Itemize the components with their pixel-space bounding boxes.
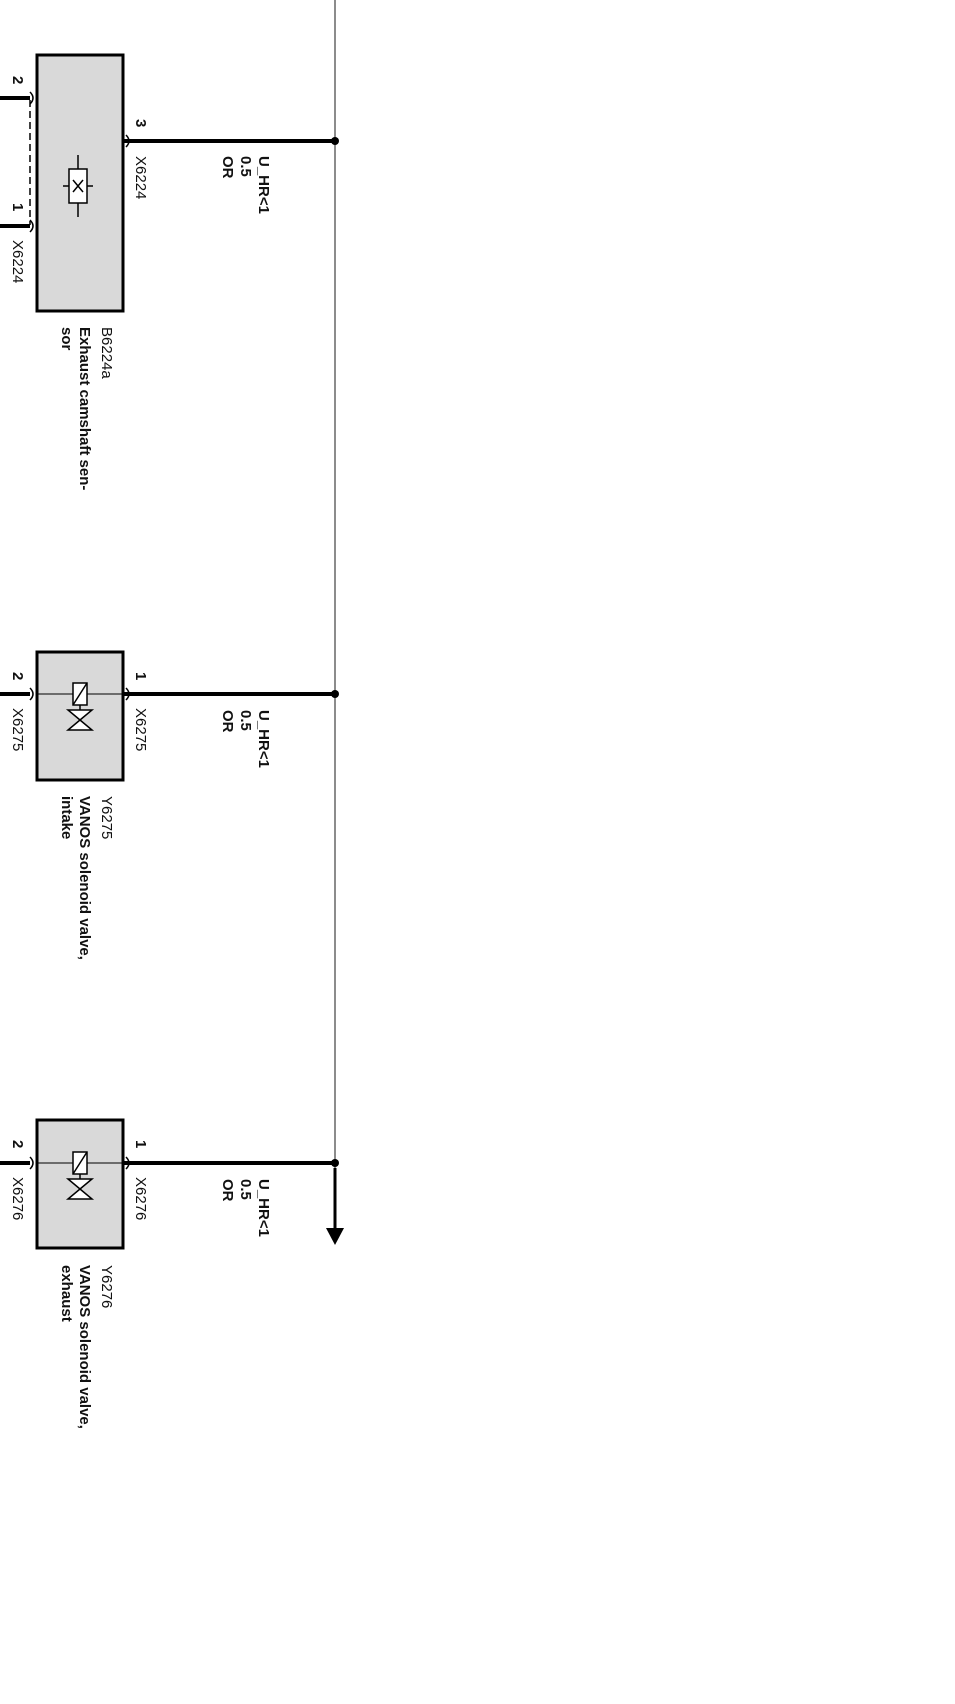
pin-number: 3: [132, 119, 149, 127]
component-y6276[interactable]: 2 1 X6276 X6276 Y6276 VANOS solenoid val…: [0, 1118, 339, 1429]
connector-label: X6275: [9, 708, 26, 751]
wire-signal: U_HR<1: [255, 710, 272, 768]
connector-mark: [29, 219, 34, 233]
sensor-icon: [63, 155, 93, 217]
component-id: B6224a: [98, 327, 115, 379]
connector-label: X6276: [132, 1177, 149, 1220]
connector-label: X6276: [9, 1177, 26, 1220]
component-y6275[interactable]: 2 1 X6275 X6275 Y6275 VANOS solenoid val…: [0, 650, 339, 960]
pin-number: 2: [9, 76, 26, 84]
wire-size: 0.5: [237, 710, 254, 731]
connector-mark: [125, 687, 130, 701]
component-name: VANOS solenoid valve,: [76, 796, 93, 960]
component-name: intake: [58, 796, 75, 839]
solenoid-valve-icon: [65, 682, 95, 731]
pin-number: 1: [132, 1140, 149, 1148]
wire-signal: U_HR<1: [255, 1179, 272, 1237]
continuation-arrow-icon: [326, 1228, 344, 1245]
component-name: Exhaust camshaft sen-: [76, 327, 93, 490]
solenoid-valve-icon: [65, 1151, 95, 1200]
wire-size: 0.5: [237, 1179, 254, 1200]
pin-number: 2: [9, 1140, 26, 1148]
wire-color: OR: [219, 1179, 236, 1202]
wire-color: OR: [219, 156, 236, 179]
connector-mark: [125, 1156, 130, 1170]
wire-label-1: U_HR<1 0.5 OR: [219, 156, 272, 214]
component-name: sor: [58, 327, 75, 351]
junction-dot: [331, 1159, 339, 1167]
connector-label: X6275: [132, 708, 149, 751]
junction-dot: [331, 137, 339, 145]
component-name: exhaust: [58, 1265, 75, 1322]
connector-mark: [29, 1156, 34, 1170]
connector-mark: [29, 687, 34, 701]
connector-label: X6224: [9, 240, 26, 283]
pin-number: 2: [9, 672, 26, 680]
component-name: VANOS solenoid valve,: [76, 1265, 93, 1429]
connector-mark: [125, 134, 130, 148]
component-id: Y6275: [98, 796, 115, 839]
pin-number: 1: [9, 203, 26, 211]
wire-label-2: U_HR<1 0.5 OR: [219, 710, 272, 768]
connector-mark: [29, 91, 34, 105]
component-id: Y6276: [98, 1265, 115, 1308]
component-b6224a[interactable]: 2 1 3 X6224 X6224 B6224a Exhaust camshaf…: [0, 53, 339, 490]
connector-label: X6224: [132, 156, 149, 199]
wire-signal: U_HR<1: [255, 156, 272, 214]
wire-color: OR: [219, 710, 236, 733]
wire-label-3: U_HR<1 0.5 OR: [219, 1179, 272, 1237]
wire-size: 0.5: [237, 156, 254, 177]
pin-number: 1: [132, 672, 149, 680]
junction-dot: [331, 690, 339, 698]
